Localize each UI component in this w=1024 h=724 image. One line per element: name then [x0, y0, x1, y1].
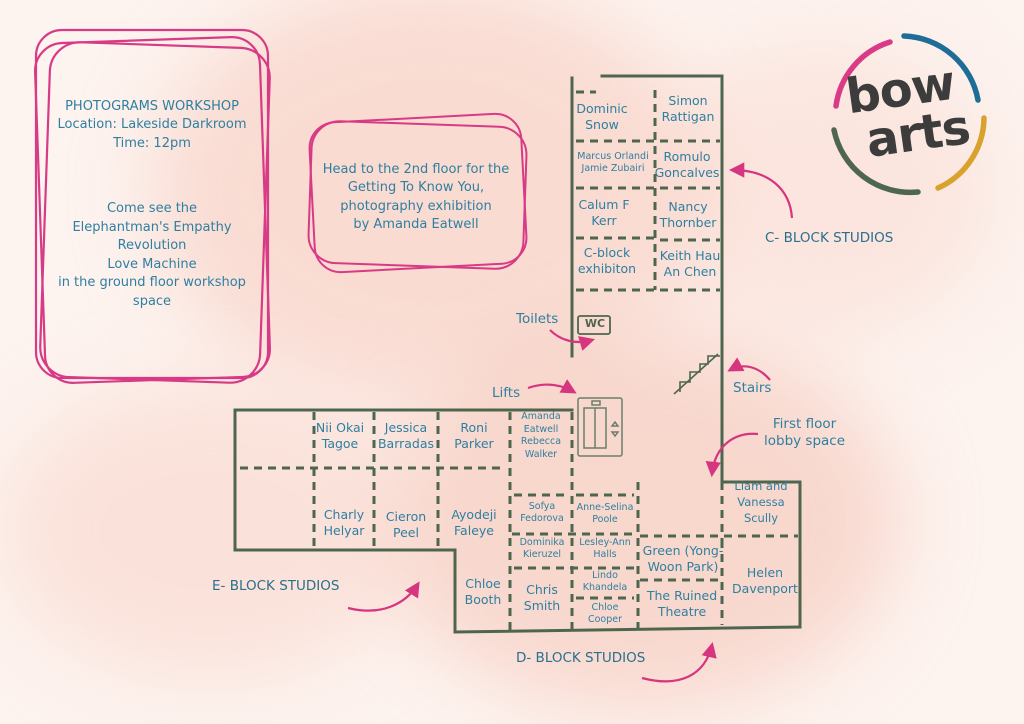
workshop-frame: [33, 28, 272, 384]
workshop-text: Revolution: [117, 238, 187, 254]
e-block-label: E- BLOCK STUDIOS: [212, 578, 340, 594]
second-floor-text: Head to the 2nd floor for the: [322, 162, 510, 177]
stairs-symbol: [679, 355, 720, 392]
second-floor-note: Head to the 2nd floor for the Getting To…: [316, 161, 516, 235]
toilets-label: Toilets: [516, 311, 559, 327]
wc-label: WC: [584, 317, 606, 330]
stairs-label: Stairs: [733, 380, 772, 396]
d-block-label: D- BLOCK STUDIOS: [516, 650, 646, 666]
second-floor-frame: [307, 112, 528, 274]
background-wash: [0, 380, 420, 680]
workshop-location: Location: Lakeside Darkroom: [57, 117, 247, 133]
logo-text-arts: arts: [862, 99, 973, 169]
lobby-label-line: First floor: [772, 416, 837, 432]
workshop-text: Elephantman's Empathy: [72, 219, 232, 235]
second-floor-text: by Amanda Eatwell: [353, 217, 479, 233]
studio-label: Green (Yong-Woon Park): [642, 543, 724, 574]
lobby-label: First floor lobby space: [764, 416, 845, 450]
pointer-arrows: [347, 162, 794, 683]
lifts-label: Lifts: [492, 385, 521, 401]
lift-symbol: [577, 397, 623, 457]
workshop-text: space: [132, 293, 172, 309]
workshop-text: Love Machine: [107, 256, 197, 272]
logo-rings: [831, 33, 987, 196]
workshop-text: in the ground floor workshop: [58, 275, 246, 291]
workshop-note: PHOTOGRAMS WORKSHOP Location: Lakeside D…: [52, 98, 252, 311]
workshop-time: Time: 12pm: [113, 135, 191, 151]
c-block-label: C- BLOCK STUDIOS: [765, 230, 894, 246]
second-floor-text: Getting To Know You,: [347, 180, 485, 196]
background-wash: [380, 330, 900, 710]
workshop-text: Come see the: [106, 201, 198, 217]
second-floor-text: photography exhibition: [340, 198, 492, 214]
workshop-title: PHOTOGRAMS WORKSHOP: [65, 99, 239, 114]
lobby-label-line: lobby space: [764, 432, 846, 449]
wc-sign: [577, 315, 611, 335]
